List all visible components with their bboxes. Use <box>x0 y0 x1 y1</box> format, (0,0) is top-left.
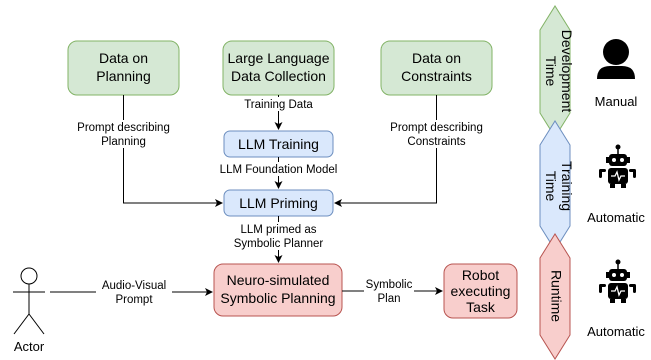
llm-data-collection-node: Large Language Data Collection <box>222 40 335 96</box>
neuro-planning-line2: Symbolic Planning <box>220 290 335 306</box>
robot-task-node: Robot executing Task <box>443 263 518 319</box>
runtime-label: Runtime <box>548 270 564 322</box>
actor-label: Actor <box>14 339 45 354</box>
data-planning-node: Data on Planning <box>67 40 180 96</box>
training-mode-label: Automatic <box>587 210 645 225</box>
robot-task-line1: Robot <box>462 267 499 283</box>
symbolic-plan-line2: Plan <box>377 293 400 305</box>
llm-training-label: LLM Training <box>238 136 319 152</box>
audio-visual-line2: Prompt <box>115 294 153 306</box>
training-line2: Time <box>543 171 559 202</box>
robot-task-line2: executing <box>451 283 511 299</box>
prompt-planning-line1: Prompt describing <box>77 122 170 134</box>
prompt-constraints-line2: Constraints <box>407 136 465 148</box>
edge-training-data: Training Data <box>238 95 320 130</box>
timeline-development: Development Time <box>539 5 575 138</box>
llm-priming-label: LLM Priming <box>239 195 318 211</box>
edge-prompt-constraints: Prompt describing Constraints <box>334 95 491 207</box>
audio-visual-line1: Audio-Visual <box>102 280 166 292</box>
edge-foundation-model: LLM Foundation Model <box>211 157 347 189</box>
runtime-mode-label: Automatic <box>587 324 645 339</box>
foundation-model-label: LLM Foundation Model <box>220 164 338 176</box>
manual-label: Manual <box>595 94 638 109</box>
timeline-training: Training Time <box>539 120 575 251</box>
person-icon <box>597 39 635 79</box>
neuro-planning-line1: Neuro-simulated <box>227 272 330 288</box>
prompt-planning-line2: Planning <box>101 136 146 148</box>
primed-line2: Symbolic Planner <box>234 238 324 250</box>
training-data-label: Training Data <box>244 99 313 111</box>
data-planning-line2: Planning <box>96 68 151 84</box>
development-line1: Development <box>559 30 575 113</box>
edge-symbolic-plan: Symbolic Plan <box>342 278 443 305</box>
edge-prompt-planning: Prompt describing Planning <box>70 95 223 207</box>
edge-audio-visual: Audio-Visual Prompt <box>50 279 213 306</box>
data-constraints-node: Data on Constraints <box>380 40 493 96</box>
training-line1: Training <box>559 161 575 211</box>
data-planning-line1: Data on <box>99 50 148 66</box>
llm-training-node: LLM Training <box>223 130 334 158</box>
robot-icon <box>599 259 636 303</box>
llm-collection-line1: Large Language <box>228 50 330 66</box>
robot-task-line3: Task <box>466 299 496 315</box>
llm-collection-line2: Data Collection <box>231 68 326 84</box>
data-constraints-line2: Constraints <box>401 68 472 84</box>
edge-primed: LLM primed as Symbolic Planner <box>226 216 332 263</box>
data-constraints-line1: Data on <box>412 50 461 66</box>
robot-icon <box>599 144 636 188</box>
timeline-runtime: Runtime <box>539 233 571 360</box>
llm-priming-node: LLM Priming <box>223 189 334 217</box>
prompt-constraints-line1: Prompt describing <box>390 122 483 134</box>
symbolic-plan-line1: Symbolic <box>366 279 413 291</box>
primed-line1: LLM primed as <box>240 224 316 236</box>
actor-icon <box>13 267 45 335</box>
development-line2: Time <box>543 56 559 87</box>
neuro-planning-node: Neuro-simulated Symbolic Planning <box>213 263 343 317</box>
